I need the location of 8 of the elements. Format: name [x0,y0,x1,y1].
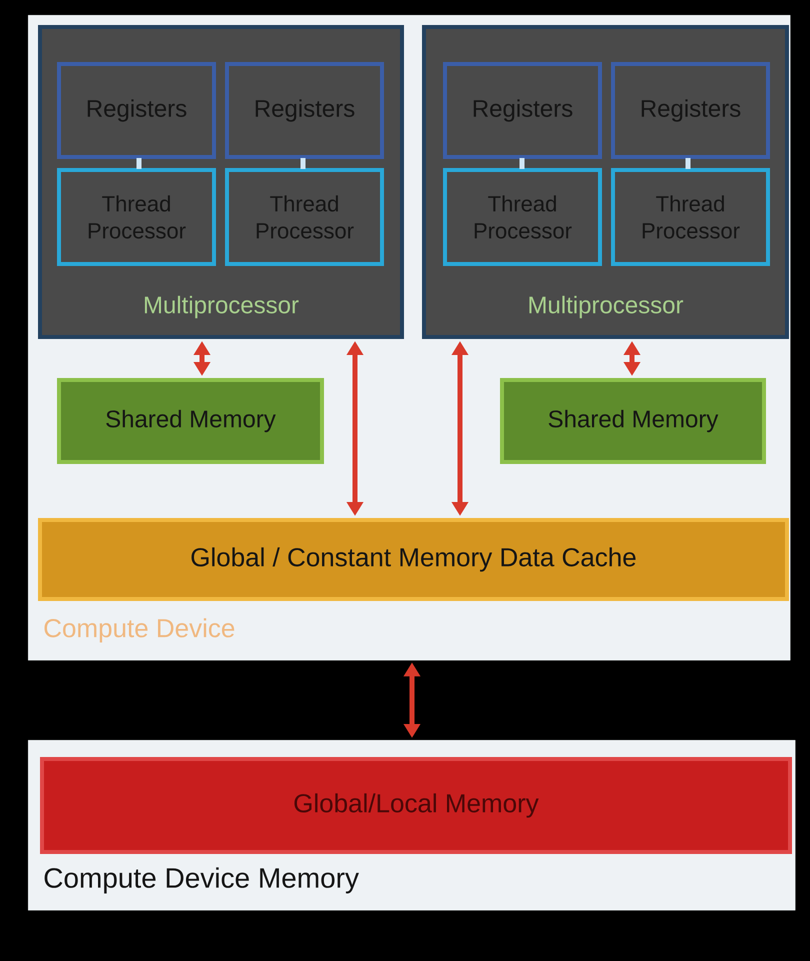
shared-memory-box: Shared Memory [57,378,324,464]
connector-line [520,158,524,169]
cache-bar: Global / Constant Memory Data Cache [38,518,789,601]
connector-line [686,158,690,169]
memory-bar: Global/Local Memory [40,757,792,854]
connector-line [300,158,306,169]
connector-line [136,158,142,169]
shared-memory-box: Shared Memory [500,378,766,464]
